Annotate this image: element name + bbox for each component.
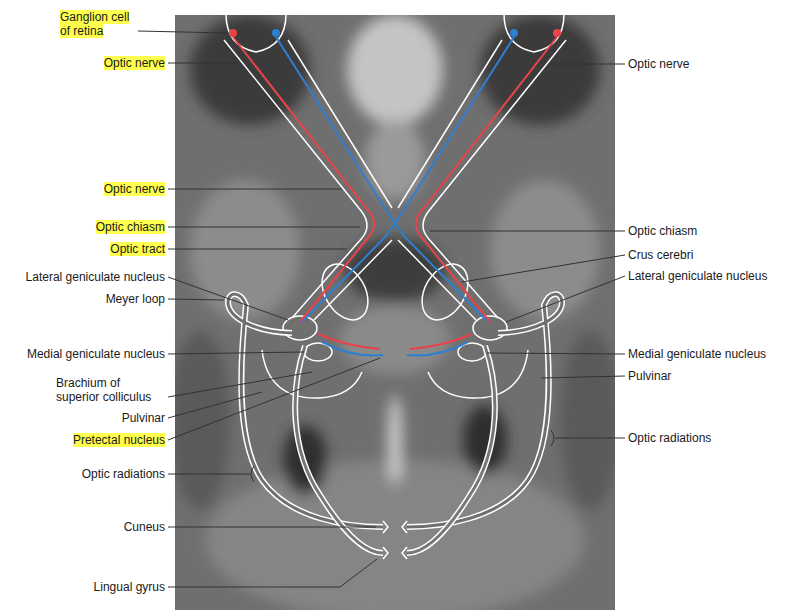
label-box: Lateral geniculate nucleus (26, 270, 165, 284)
leader-line (168, 527, 376, 528)
label-box: Optic radiations (82, 467, 165, 481)
structure-label: Ganglion cell of retina (60, 10, 129, 38)
ganglion-cell (272, 29, 280, 37)
leader-line (168, 474, 250, 475)
label-box: Optic chiasm (96, 220, 165, 234)
leader-lines (138, 31, 625, 587)
label-box: Optic nerve (628, 57, 689, 71)
structure-label: Optic radiations (628, 431, 711, 445)
structure-label: Optic tract (110, 242, 165, 256)
orbit (190, 15, 310, 125)
leader-line (168, 358, 380, 440)
label-box: Crus cerebri (628, 248, 693, 262)
leader-line (168, 249, 347, 250)
label-box: Lateral geniculate nucleus (628, 269, 767, 283)
label-box: Lingual gyrus (94, 580, 165, 594)
ethmoid (347, 15, 443, 125)
leader-line (487, 353, 625, 354)
structure-label: Lateral geniculate nucleus (26, 270, 165, 284)
midbrain (340, 305, 450, 375)
leader-line (168, 559, 377, 587)
label-box: Pulvinar (628, 369, 671, 383)
label-box: Cuneus (124, 520, 165, 534)
structure-label: Pulvinar (628, 369, 671, 383)
structure-label: Medial geniculate nucleus (27, 347, 165, 361)
structure-label: Optic nerve (104, 56, 165, 70)
midline (388, 395, 402, 485)
nerve-sheath (288, 40, 392, 208)
structure-label: Medial geniculate nucleus (628, 347, 766, 361)
leader-line (168, 372, 312, 397)
eye-outline (226, 14, 286, 52)
optic-radiation-core (228, 294, 383, 527)
structure-label: Optic radiations (82, 467, 165, 481)
label-box: Brachium of superior colliculus (56, 376, 160, 404)
pretectal-fiber (318, 334, 380, 349)
structure-label: Optic chiasm (96, 220, 165, 234)
retinal-fibers (233, 37, 557, 322)
leader-line (168, 299, 224, 300)
ganglion-cell (229, 29, 237, 37)
half-structures-mirror (398, 14, 566, 559)
tract-sheath (314, 240, 392, 320)
optic-radiation (295, 346, 383, 553)
cortex-end (383, 521, 388, 559)
label-box: Ganglion cell of retina (60, 10, 138, 38)
structure-label: Crus cerebri (628, 248, 693, 262)
bracket (251, 466, 254, 482)
orbit (480, 15, 600, 125)
leader-line (168, 189, 342, 190)
fiber-crossed (302, 37, 514, 322)
sulcus (175, 330, 230, 510)
mri-slice (175, 15, 615, 610)
label-box: Optic nerve (104, 56, 165, 70)
leader-line (168, 277, 288, 320)
leader-line (168, 352, 304, 354)
fiber-uncrossed (416, 37, 557, 322)
sulcus (560, 330, 615, 510)
structure-label: Pretectal nucleus (73, 433, 165, 447)
pulvinar-outline (262, 350, 362, 398)
optic-radiation (228, 294, 383, 527)
label-box: Optic tract (110, 242, 165, 256)
leader-line (506, 276, 625, 322)
label-box: Optic nerve (104, 182, 165, 196)
ganglion-cell (510, 29, 518, 37)
label-box: Pretectal nucleus (73, 433, 165, 447)
structure-label: Optic chiasm (628, 224, 697, 238)
ganglion-cell (553, 29, 561, 37)
leader-line (430, 231, 625, 232)
structure-label: Lingual gyrus (94, 580, 165, 594)
mri-features (175, 15, 615, 610)
structure-label: Cuneus (124, 520, 165, 534)
leader-line (551, 64, 625, 65)
optic-radiation-core (295, 346, 383, 553)
structure-label: Lateral geniculate nucleus (628, 269, 767, 283)
label-box: Meyer loop (106, 292, 165, 306)
pretectal-fiber (322, 342, 383, 355)
half-structures (224, 14, 392, 559)
label-box: Medial geniculate nucleus (27, 347, 165, 361)
structure-label: Meyer loop (106, 292, 165, 306)
label-box: Medial geniculate nucleus (628, 347, 766, 361)
structure-label: Pulvinar (122, 411, 165, 425)
structure-label: Optic nerve (628, 57, 689, 71)
leader-line (168, 392, 262, 418)
leader-line (138, 31, 227, 33)
label-box: Optic radiations (628, 431, 711, 445)
leader-line (462, 255, 625, 282)
frontal-base (365, 120, 425, 200)
label-box: Optic chiasm (628, 224, 697, 238)
bracket (551, 430, 554, 446)
structure-label: Optic nerve (104, 182, 165, 196)
leader-line (168, 63, 238, 64)
structure-label: Brachium of superior colliculus (56, 376, 151, 404)
leader-line (541, 376, 625, 378)
leader-line (168, 227, 360, 228)
leader-line (555, 438, 625, 439)
label-box: Pulvinar (122, 411, 165, 425)
